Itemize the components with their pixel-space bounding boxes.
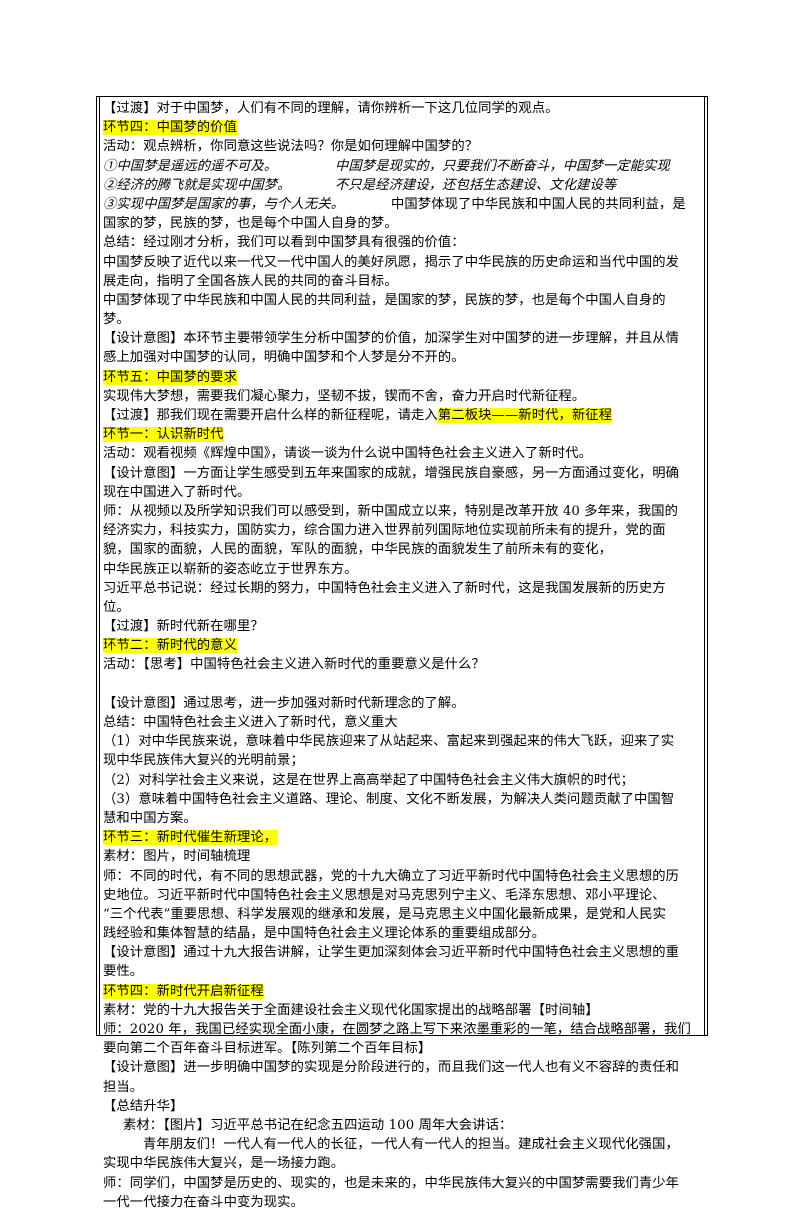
point-3: （3）意味着中国特色社会主义道路、理论、制度、文化不断发展，为解决人类问题贡献了…	[103, 791, 675, 807]
viewpoint-2: ②经济的腾飞就是实现中国梦。不只是经济建设，还包括生态建设、文化建设等	[103, 177, 617, 193]
section-heading: 环节五：中国梦的要求	[103, 369, 237, 385]
summary-line: 总结：经过刚才分析，我们可以看到中国梦具有很强的价值：	[103, 235, 465, 251]
teacher-line: 师：2020 年，我国已经实现全面小康，在圆梦之路上写下来浓墨重彩的一笔，结合战…	[103, 1022, 691, 1037]
text-line: 感上加强对中国梦的认同，明确中国梦和个人梦是分不开的。	[103, 350, 465, 366]
blank-line	[103, 675, 699, 694]
point-2: （2）对科学社会主义来说，这是在世界上高高举起了中国特色社会主义伟大旗帜的时代；	[103, 772, 635, 788]
text-line: 要向第二个百年奋斗目标进军。【陈列第二个百年目标】	[103, 1041, 432, 1057]
text-line: 中国梦反映了近代以来一代又一代中国人的美好夙愿，揭示了中华民族的历史命运和当代中…	[103, 254, 680, 270]
activity-line: 活动：【思考】中国特色社会主义进入新时代的重要意义是什么？	[103, 657, 485, 673]
text-line: 实现中华民族伟大复兴，是一场接力跑。	[103, 1156, 345, 1172]
quote-line: 青年朋友们！一代人有一代人的长征，一代人有一代人的担当。建成社会主义现代化强国，	[143, 1137, 679, 1153]
design-intent: 【设计意图】进一步明确中国梦的实现是分阶段进行的，而且我们这一代人也有义不容辞的…	[103, 1060, 680, 1076]
design-intent: 【设计意图】通过十九大报告讲解，让学生更加深刻体会习近平新时代中国特色社会主义思…	[103, 945, 680, 961]
teacher-line: 师：不同的时代，有不同的思想武器，党的十九大确立了习近平新时代中国特色社会主义思…	[103, 868, 680, 884]
text-line: 要性。	[103, 964, 144, 980]
table-inner-border-left	[99, 97, 100, 1035]
design-intent: 【设计意图】一方面让学生感受到五年来国家的成就，增强民族自豪感，另一方面通过变化…	[103, 465, 680, 481]
text-line: 中国梦体现了中华民族和中国人民的共同利益，是国家的梦，民族的梦，也是每个中国人自…	[103, 292, 666, 308]
material-line: 素材：【图片】习近平总书记在纪念五四运动 100 周年大会讲话：	[123, 1117, 513, 1133]
text-line: 史地位。习近平新时代中国特色社会主义思想是对马克思列宁主义、毛泽东思想、邓小平理…	[103, 887, 666, 903]
lesson-plan-text: 【过渡】对于中国梦，人们有不同的理解，请你辨析一下这几位同学的观点。 环节四：中…	[103, 99, 699, 1212]
text-line: 践经验和集体智慧的结晶，是中国特色社会主义理论体系的重要组成部分。	[103, 926, 546, 942]
design-intent: 【设计意图】本环节主要带领学生分析中国梦的价值，加深学生对中国梦的进一步理解，并…	[103, 331, 680, 347]
text-line: 慧和中国方案。	[103, 810, 197, 826]
text-line: 梦。	[103, 312, 130, 328]
text-line: 国家的梦，民族的梦，也是每个中国人自身的梦。	[103, 216, 398, 232]
text-line: 位。	[103, 599, 130, 615]
quote-line: 习近平总书记说：经过长期的努力，中国特色社会主义进入了新时代，这是我国发展新的历…	[103, 580, 666, 596]
activity-line: 活动：观点辨析，你同意这些说法吗？你是如何理解中国梦的？	[103, 139, 479, 155]
text-line: 实现伟大梦想，需要我们凝心聚力，坚韧不拔，锲而不舍，奋力开启时代新征程。	[103, 388, 586, 404]
design-intent: 【设计意图】通过思考，进一步加强对新时代新理念的了解。	[103, 695, 465, 711]
transition-line: 【过渡】那我们现在需要开启什么样的新征程呢，请走入第二板块——新时代，新征程	[103, 408, 613, 423]
text-line: 中华民族正以崭新的姿态屹立于世界东方。	[103, 561, 358, 577]
module-heading: 第二板块——新时代，新征程	[437, 408, 613, 423]
section-heading: 环节三：新时代催生新理论，	[103, 830, 278, 846]
teacher-line: 师：从视频以及所学知识我们可以感受到，新中国成立以来，特别是改革开放 40 多年…	[103, 503, 679, 519]
text-line: 现在中国进入了新时代。	[103, 484, 251, 500]
text-line: “三个代表”重要思想、科学发展观的继承和发展，是马克思主义中国化最新成果，是党和…	[103, 906, 667, 922]
summary-heading: 【总结升华】	[103, 1098, 184, 1114]
section-heading: 环节二：新时代的意义	[103, 638, 237, 654]
transition-line: 【过渡】对于中国梦，人们有不同的理解，请你辨析一下这几位同学的观点。	[103, 101, 559, 116]
text-line: 貌，国家的面貌，人民的面貌，军队的面貌，中华民族的面貌发生了前所未有的变化，	[103, 542, 613, 558]
material-line: 素材：图片，时间轴梳理	[103, 849, 251, 865]
viewpoint-3: ③实现中国梦是国家的事，与个人无关。中国梦体现了中华民族和中国人民的共同利益，是	[103, 196, 686, 212]
material-line: 素材：党的十九大报告关于全面建设社会主义现代化国家提出的战略部署【时间轴】	[103, 1002, 599, 1018]
text-line: 一代一代接力在奋斗中变为现实。	[103, 1194, 304, 1210]
table-inner-border-right	[704, 97, 705, 1035]
text-line: 经济实力，科技实力，国防实力，综合国力进入世界前列国际地位实现前所未有的提升，党…	[103, 523, 666, 539]
text-line: 展走向，指明了全国各族人民的共同的奋斗目标。	[103, 273, 398, 289]
teacher-line: 师：同学们，中国梦是历史的、现实的，也是未来的，中华民族伟大复兴的中国梦需要我们…	[103, 1175, 680, 1191]
section-heading: 环节一：认识新时代	[103, 427, 224, 443]
text-line: 现中华民族伟大复兴的光明前景；	[103, 753, 304, 769]
section-heading: 环节四：中国梦的价值	[103, 120, 237, 136]
content-table-cell: 【过渡】对于中国梦，人们有不同的理解，请你辨析一下这几位同学的观点。 环节四：中…	[96, 96, 708, 1210]
activity-line: 活动：观看视频《辉煌中国》，请谈一谈为什么说中国特色社会主义进入了新时代。	[103, 446, 593, 462]
viewpoint-1: ①中国梦是遥远的遥不可及。中国梦是现实的，只要我们不断奋斗，中国梦一定能实现	[103, 158, 670, 174]
transition-line: 【过渡】新时代新在哪里？	[103, 619, 264, 635]
section-heading: 环节四：新时代开启新征程	[103, 983, 264, 999]
text-line: 担当。	[103, 1079, 144, 1095]
summary-line: 总结：中国特色社会主义进入了新时代，意义重大	[103, 715, 398, 730]
point-1: （1）对中华民族来说，意味着中华民族迎来了从站起来、富起来到强起来的伟大飞跃，迎…	[103, 734, 675, 750]
